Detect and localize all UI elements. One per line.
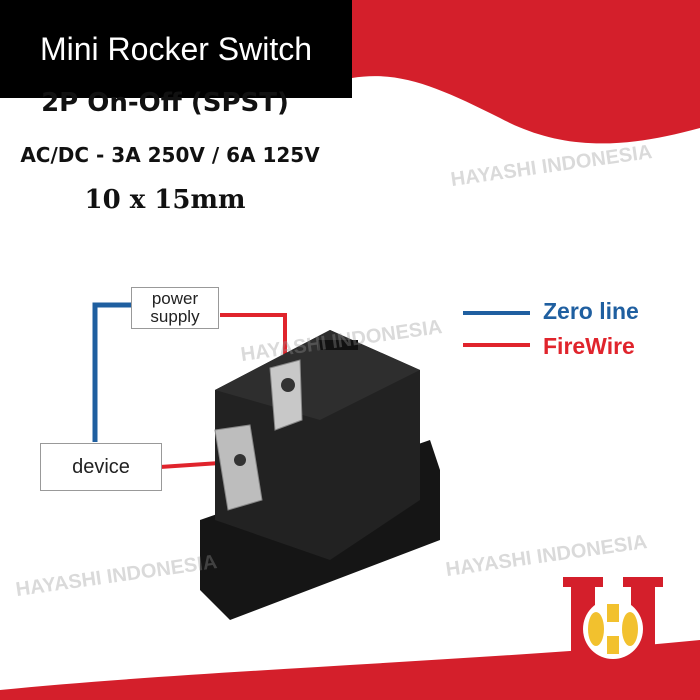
top-red-wave: [352, 0, 700, 144]
rating: AC/DC - 3A 250V / 6A 125V: [20, 143, 320, 167]
device-label: device: [40, 443, 162, 491]
power-supply-label: power supply: [131, 287, 219, 329]
switch-type: 2P On-Off (SPST): [41, 88, 289, 118]
product-title: Mini Rocker Switch: [0, 0, 352, 98]
blue-wire: [92, 302, 132, 442]
bottom-red-wave: [0, 640, 700, 700]
hayashi-logo: [563, 577, 663, 682]
title-text: Mini Rocker Switch: [39, 30, 313, 67]
rocker-switch-image: [200, 330, 440, 620]
size: 10 x 15mm: [84, 185, 246, 215]
legend-firewire: FireWire: [543, 333, 635, 359]
legend-zero-line: Zero line: [543, 298, 639, 324]
